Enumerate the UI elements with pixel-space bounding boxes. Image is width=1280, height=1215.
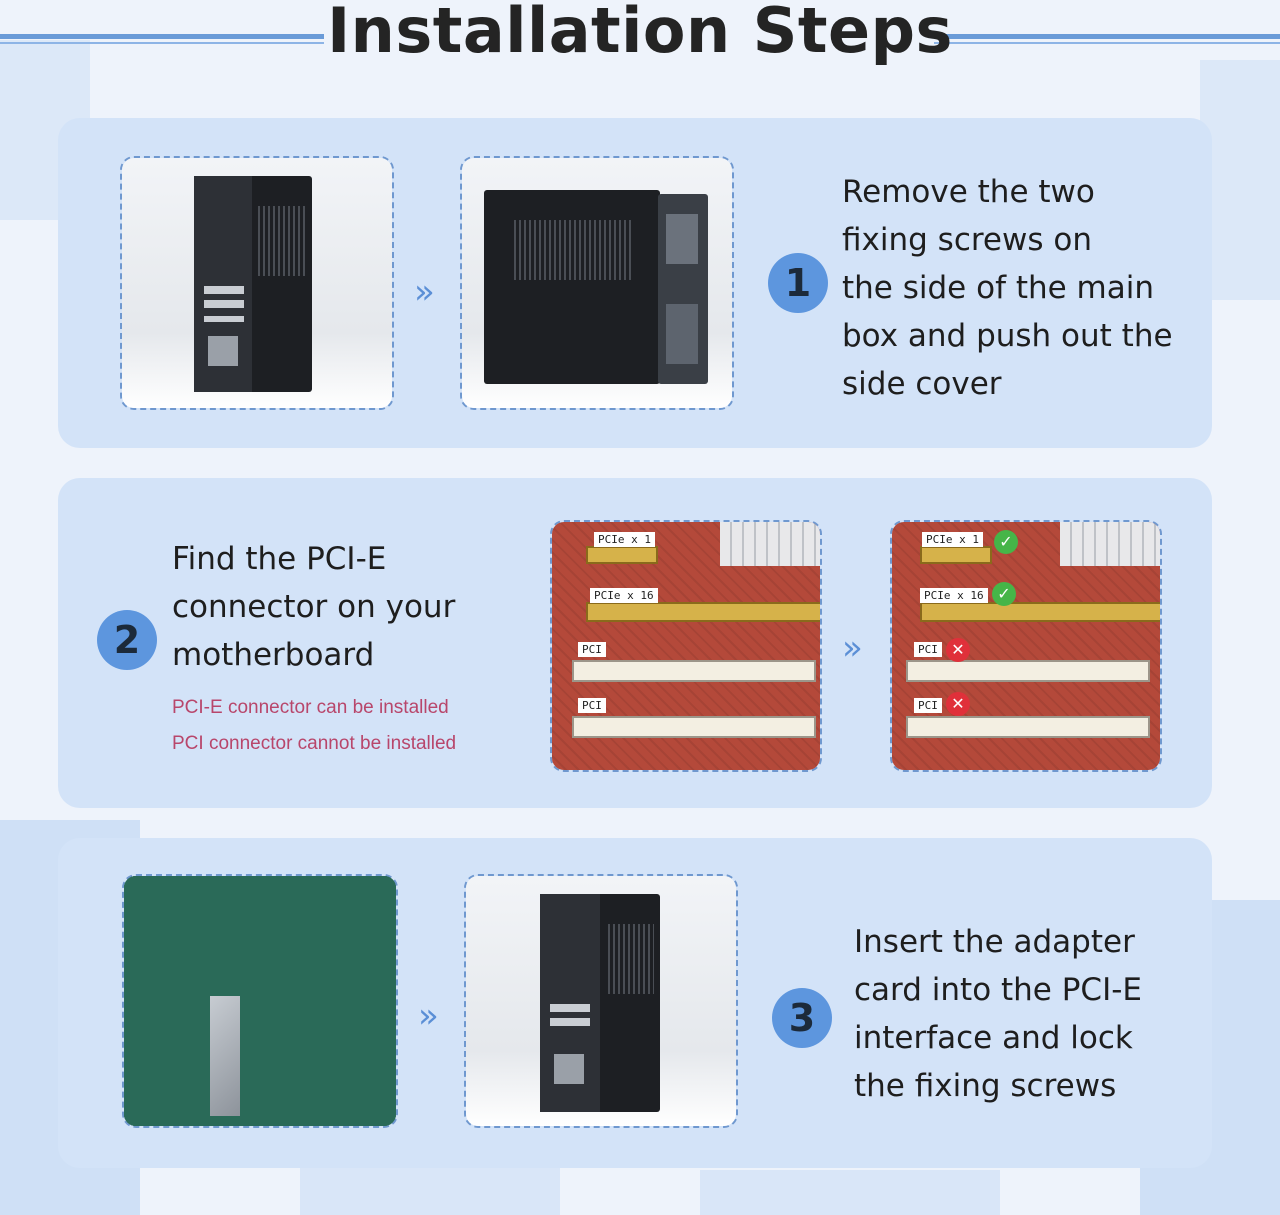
step-2-line: connector on your (172, 589, 456, 625)
note-pcie-ok: PCI-E connector can be installed (172, 697, 449, 718)
slot-label-pci: PCI (914, 642, 942, 657)
step-2-instructions: Find the PCI-E connector on your motherb… (172, 535, 455, 679)
step-1-number-badge: 1 (768, 253, 828, 313)
note-pci-not-ok: PCI connector cannot be installed (172, 733, 457, 754)
arrow-right-icon: » (414, 272, 435, 312)
title-rule-left-thin (0, 42, 324, 44)
step-3-line: the fixing screws (854, 1068, 1117, 1104)
title-rule-right (934, 34, 1280, 39)
slot-label-pcie-x16: PCIe x 16 (920, 588, 988, 603)
step-1-line: box and push out the (842, 318, 1173, 354)
slot-label-pcie-x16: PCIe x 16 (590, 588, 658, 603)
step-3-number-badge: 3 (772, 988, 832, 1048)
cross-icon: ✕ (946, 692, 970, 716)
step-3-instructions: Insert the adapter card into the PCI-E i… (854, 918, 1142, 1110)
title-rule-right-thin (934, 42, 1280, 44)
header: Installation Steps (0, 0, 1280, 70)
slot-label-pcie-x1: PCIe x 1 (922, 532, 983, 547)
arrow-right-icon: » (842, 628, 863, 668)
title-rule-left (0, 34, 324, 39)
slot-label-pci: PCI (578, 642, 606, 657)
slot-label-pci: PCI (914, 698, 942, 713)
step-1-line: side cover (842, 366, 1002, 402)
card-installed-photo (122, 874, 398, 1128)
page-title: Installation Steps (327, 0, 953, 67)
step-3-line: Insert the adapter (854, 924, 1135, 960)
step-2-notes: PCI-E connector can be installed PCI con… (172, 690, 456, 762)
check-icon: ✓ (992, 582, 1016, 606)
tower-open-photo (460, 156, 734, 410)
check-icon: ✓ (994, 530, 1018, 554)
step-3-line: card into the PCI-E (854, 972, 1142, 1008)
motherboard-photo: PCIe x 1 PCIe x 16 PCI PCI (550, 520, 822, 772)
step-1-line: Remove the two (842, 174, 1095, 210)
step-1-instructions: Remove the two fixing screws on the side… (842, 168, 1173, 408)
step-2-number-badge: 2 (97, 610, 157, 670)
step-1-line: the side of the main (842, 270, 1155, 306)
tower-rear-photo (120, 156, 394, 410)
arrow-right-icon: » (418, 996, 439, 1036)
slot-label-pcie-x1: PCIe x 1 (594, 532, 655, 547)
motherboard-marked-photo: PCIe x 1 PCIe x 16 PCI PCI ✓ ✓ ✕ ✕ (890, 520, 1162, 772)
step-2-line: Find the PCI-E (172, 541, 387, 577)
step-2-line: motherboard (172, 637, 375, 673)
tower-closed-photo (464, 874, 738, 1128)
cross-icon: ✕ (946, 638, 970, 662)
slot-label-pci: PCI (578, 698, 606, 713)
step-3-line: interface and lock (854, 1020, 1133, 1056)
step-1-line: fixing screws on (842, 222, 1092, 258)
